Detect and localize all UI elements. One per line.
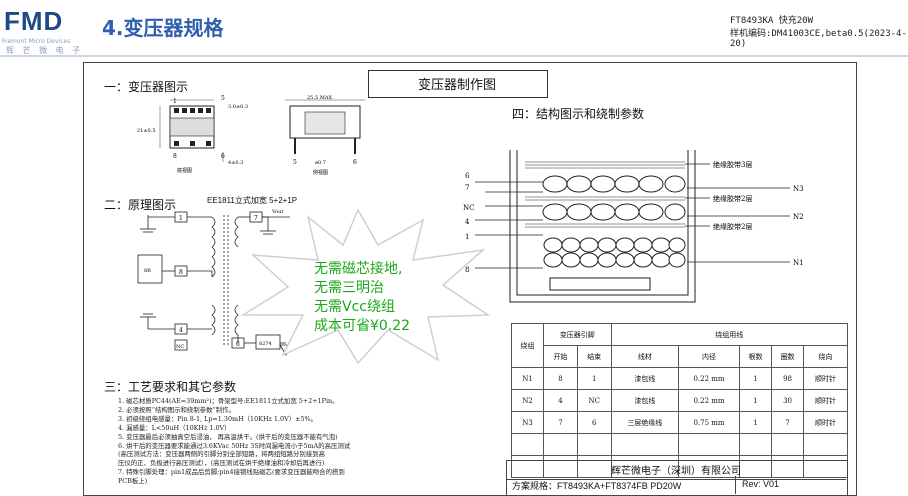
winding-n2: N2 — [793, 213, 804, 221]
callout-line-1: 无需磁芯接地, — [314, 261, 403, 277]
header-divider — [0, 55, 908, 57]
callout-line-4: 成本可省¥0.22 — [314, 318, 411, 334]
section-2-heading: 二：原理图示 — [104, 198, 177, 212]
dim-c-label: 4±0.3 — [228, 160, 243, 166]
sheet-title-box — [368, 70, 548, 98]
schematic-diagram: 1 8 7 4 NC 6 Vout 8274 8R — [137, 209, 293, 356]
header-model: FT8493KA 快充20W — [730, 16, 814, 26]
th-end: 结束 — [576, 345, 612, 368]
front-view-caption: 底视图 — [177, 167, 192, 174]
tape-label-3: 绝缘胶带3层 — [713, 160, 752, 169]
th-start: 开始 — [543, 345, 578, 368]
dim-top-label: 25.5 MAX — [307, 95, 332, 101]
pin-5-label: 5 — [221, 95, 225, 102]
th-group: 绕组 — [510, 323, 545, 368]
callout-line-3: 无需Vcc绕组 — [314, 299, 395, 315]
section-3-heading: 三：工艺要求和其它参数 — [104, 380, 237, 394]
note-6b: (高压测试方法：变压器两侧的引脚分别全部短路，将两组短路分别接到高 — [118, 450, 325, 459]
th-wire: 绕组用线 — [610, 323, 849, 346]
winding-n1: N1 — [793, 259, 804, 267]
section-1-heading: 一：变压器图示 — [104, 80, 189, 94]
side-pin-5-label: 5 — [293, 159, 297, 166]
th-diameter: 内径 — [678, 345, 740, 368]
spec-label: 方案规格：FT8493KA+FT8374FB PD20W — [512, 481, 682, 491]
company-logo: FMD — [4, 6, 64, 36]
sch-box: 8R — [144, 268, 151, 274]
sheet-title: 变压器制作图 — [417, 78, 496, 93]
revision-label: Rev: V01 — [742, 479, 780, 489]
struct-pin-1: 1 — [465, 233, 469, 241]
dim-b-label: 21±0.5 — [137, 128, 156, 134]
note-6: 6. 烘干后的变压器要求能通过3.6KVac 50Hz 3S时间漏电流小于5mA… — [118, 441, 351, 450]
callout-starburst — [240, 208, 491, 365]
struct-pin-6: 6 — [465, 172, 470, 180]
note-1: 1. 磁芯材质PC44(AE=39mm²)；骨架型号:EE1811立式加宽 5+… — [118, 397, 339, 405]
callout-text: 无需磁芯接地, 无需三明治 无需Vcc绕组 成本可省¥0.22 — [314, 260, 410, 336]
tape-label-2a: 绝缘胶带2层 — [713, 194, 752, 203]
struct-pin-8: 8 — [465, 266, 469, 274]
header-code: 样机编码:DM41003CE,beta0.5(2023-4-20) — [730, 29, 907, 49]
pin-6-label: 6 — [221, 153, 225, 160]
note-6c: 压仪的正、负极进行高压测试），(高压测试在烘干绝缘油和冷却后再进行) — [118, 459, 325, 468]
note-5: 5. 变压器最后必须抽真空后浸油， 再高温烘干。(烘干后的变压器不能有气泡) — [118, 432, 338, 441]
pin-8-label: 8 — [173, 153, 177, 160]
th-direction: 绕向 — [803, 345, 848, 368]
sch-nc: NC — [176, 344, 184, 350]
pin-1-label: 1 — [173, 98, 177, 105]
sch-pin-4: 4 — [179, 327, 183, 334]
title-block-divider — [735, 476, 736, 494]
th-turns: 圈数 — [771, 345, 805, 368]
process-notes: 1. 磁芯材质PC44(AE=39mm²)；骨架型号:EE1811立式加宽 5+… — [118, 397, 498, 486]
transformer-outline-drawing: 1 8 5 6 3.0±0.3 21±0.5 4±0.3 底视图 25.5 MA… — [137, 95, 365, 176]
tape-label-2c: 绝缘胶带2层 — [713, 222, 752, 231]
note-3: 3. 初级绕组电感量：Pin 8-1, Lp=1.30mH（10KHz 1.0V… — [118, 414, 317, 423]
sch-pin-8: 8 — [179, 269, 183, 276]
table-row — [510, 433, 848, 456]
sch-pin-1: 1 — [179, 215, 183, 222]
note-2: 2. 必须按照“结构图示和绕制参数”制作。 — [118, 405, 235, 414]
winding-n3: N3 — [793, 185, 804, 193]
th-strands: 根数 — [738, 345, 773, 368]
side-view-caption: 侧视图 — [313, 169, 328, 176]
core-type-label: EE1811立式加宽 5+2+1P — [207, 196, 298, 205]
th-pins: 变压器引脚 — [543, 323, 612, 346]
struct-pin-4: 4 — [465, 218, 470, 226]
dim-a-label: 3.0±0.3 — [228, 104, 248, 110]
callout-line-2: 无需三明治 — [314, 280, 384, 296]
side-pin-6-label: 6 — [353, 159, 357, 166]
th-material: 线材 — [610, 345, 680, 368]
sch-pin-7: 7 — [254, 215, 258, 222]
winding-structure-diagram: 6 7 NC 4 1 8 绝缘胶带3层 绝缘胶带2层 绝缘胶带2层 N3 N2 … — [463, 150, 804, 303]
note-7: 7. 特殊引脚处理：pin1成品后剪脚;pin4接铜线贴磁芯(要求变压器能吻合的… — [118, 468, 345, 477]
note-7b: PCB板上) — [118, 477, 148, 486]
logo-subtitle: Fremont Micro Devices — [2, 38, 71, 45]
note-4: 4. 漏感量：L<50uH（10KHz 1.0V） — [118, 423, 231, 432]
section-4-heading: 四：结构图示和绕制参数 — [512, 107, 645, 121]
logo-chinese: 辉 芒 微 电 子 — [6, 46, 84, 55]
struct-pin-7: 7 — [465, 184, 469, 192]
page-title: 4.变压器规格 — [102, 16, 224, 40]
company-name: 辉芒微电子（深圳）有限公司 — [506, 462, 846, 480]
struct-nc: NC — [463, 204, 474, 212]
sch-ic: 8274 — [259, 341, 272, 347]
sch-pin-6: 6 — [236, 341, 240, 348]
sch-vout: Vout — [271, 209, 283, 215]
dim-d-label: ø0.7 — [315, 160, 326, 166]
